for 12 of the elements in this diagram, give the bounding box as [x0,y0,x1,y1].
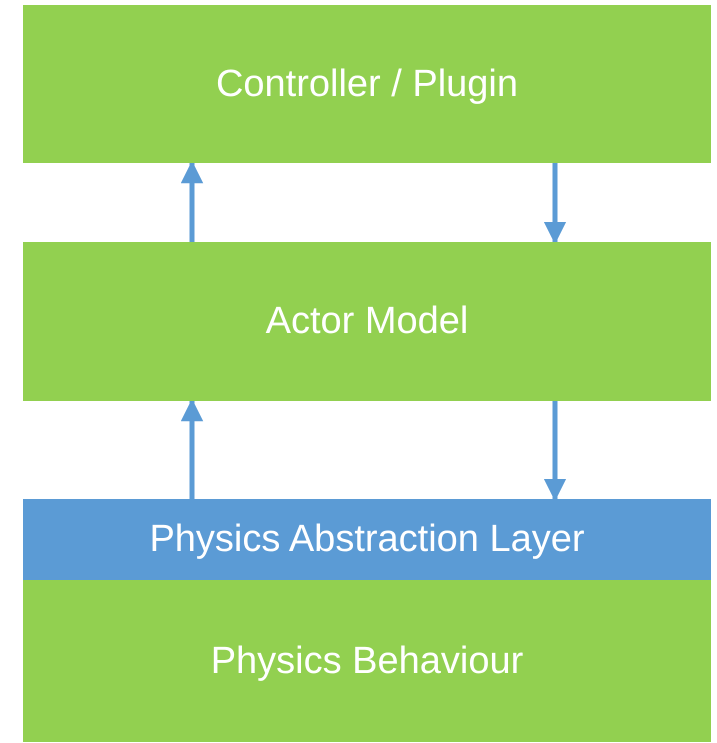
arrow [544,163,566,244]
component-box [23,242,711,401]
box-label: Actor Model [266,300,468,343]
box-label: Controller / Plugin [216,62,518,106]
component-box [23,5,711,163]
arrow [180,398,204,499]
arrow [180,160,204,242]
box-label: Physics Behaviour [210,640,524,682]
layer-band [23,499,711,580]
box-label: Physics Abstraction Layer [149,518,585,561]
arrow [544,401,566,502]
component-box [23,580,711,742]
